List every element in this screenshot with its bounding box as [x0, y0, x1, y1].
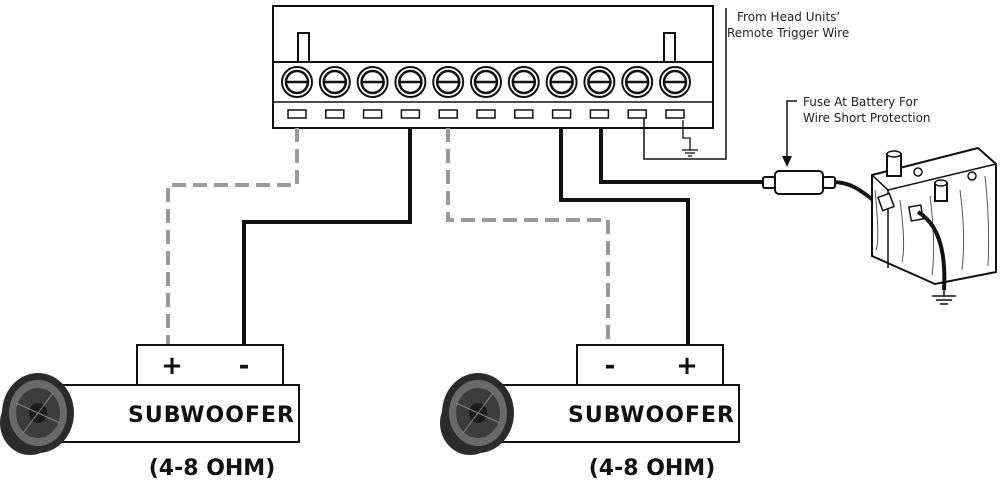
subwoofer-left-terminal-negative: -: [239, 351, 250, 381]
wire-right-positive: [559, 128, 690, 345]
subwoofer-right-label: SUBWOOFER: [568, 403, 735, 428]
wire-left-positive: [166, 128, 299, 345]
subwoofer-left-impedance: (4-8 OHM): [149, 456, 276, 481]
terminal-slot: [325, 109, 345, 119]
subwoofer-right: - + SUBWOOFER (4-8 OHM): [440, 344, 740, 481]
terminal-screw: [659, 66, 691, 98]
terminal-slot: [438, 109, 458, 119]
remote-trigger-label-line1: From Head Units’: [737, 10, 840, 24]
terminal-screw: [545, 66, 578, 98]
terminal-screw: [281, 66, 313, 98]
terminal-screw: [394, 66, 427, 98]
terminal-screws: [281, 66, 691, 98]
remote-trigger-wire: [643, 8, 727, 160]
speaker-wires: [166, 128, 690, 345]
fuse-pointer: [782, 100, 797, 167]
terminal-slot: [476, 109, 496, 119]
terminal-screw: [356, 66, 389, 98]
terminal-slot: [514, 109, 534, 119]
fuse-label-line1: Fuse At Battery For: [803, 95, 918, 109]
wire-left-negative: [242, 128, 412, 345]
power-wire: [599, 128, 882, 207]
mounting-tab-right: [663, 32, 676, 63]
mounting-tab-left: [297, 32, 310, 63]
fuse-label-line2: Wire Short Protection: [803, 111, 931, 125]
subwoofer-left-label-box: [61, 384, 300, 443]
terminal-slot: [400, 109, 421, 119]
terminal-slots: [287, 109, 685, 119]
subwoofer-left-terminal-box: [136, 344, 284, 386]
subwoofer-right-label-box: [501, 384, 740, 443]
terminal-screw: [318, 66, 351, 98]
terminal-screw: [470, 66, 502, 98]
terminal-screw: [507, 66, 540, 98]
subwoofer-left-speaker-icon: [0, 373, 74, 455]
terminal-slot: [287, 109, 307, 119]
battery: [871, 146, 997, 305]
subwoofer-right-terminal-box: [576, 344, 724, 386]
remote-trigger-label-line2: Remote Trigger Wire: [727, 26, 849, 40]
terminal-screw: [621, 66, 654, 98]
terminal-screw: [583, 66, 616, 98]
subwoofer-right-terminal-positive: +: [676, 351, 698, 381]
terminal-slot: [362, 109, 383, 119]
terminal-slot: [627, 109, 647, 119]
subwoofer-left: + - SUBWOOFER (4-8 OHM): [0, 344, 300, 481]
terminal-slot: [589, 109, 610, 119]
subwoofer-right-impedance: (4-8 OHM): [589, 456, 716, 481]
subwoofer-right-terminal-negative: -: [605, 351, 616, 381]
amplifier-terminal-block: [272, 5, 714, 129]
terminal-slot: [551, 109, 572, 119]
subwoofer-left-terminal-positive: +: [161, 351, 183, 381]
subwoofer-left-label: SUBWOOFER: [128, 403, 295, 428]
inline-fuse: [762, 170, 836, 195]
terminal-screw: [432, 66, 465, 98]
subwoofer-right-speaker-icon: [440, 373, 514, 455]
wire-right-negative: [446, 128, 610, 345]
terminal-slot: [665, 109, 685, 119]
